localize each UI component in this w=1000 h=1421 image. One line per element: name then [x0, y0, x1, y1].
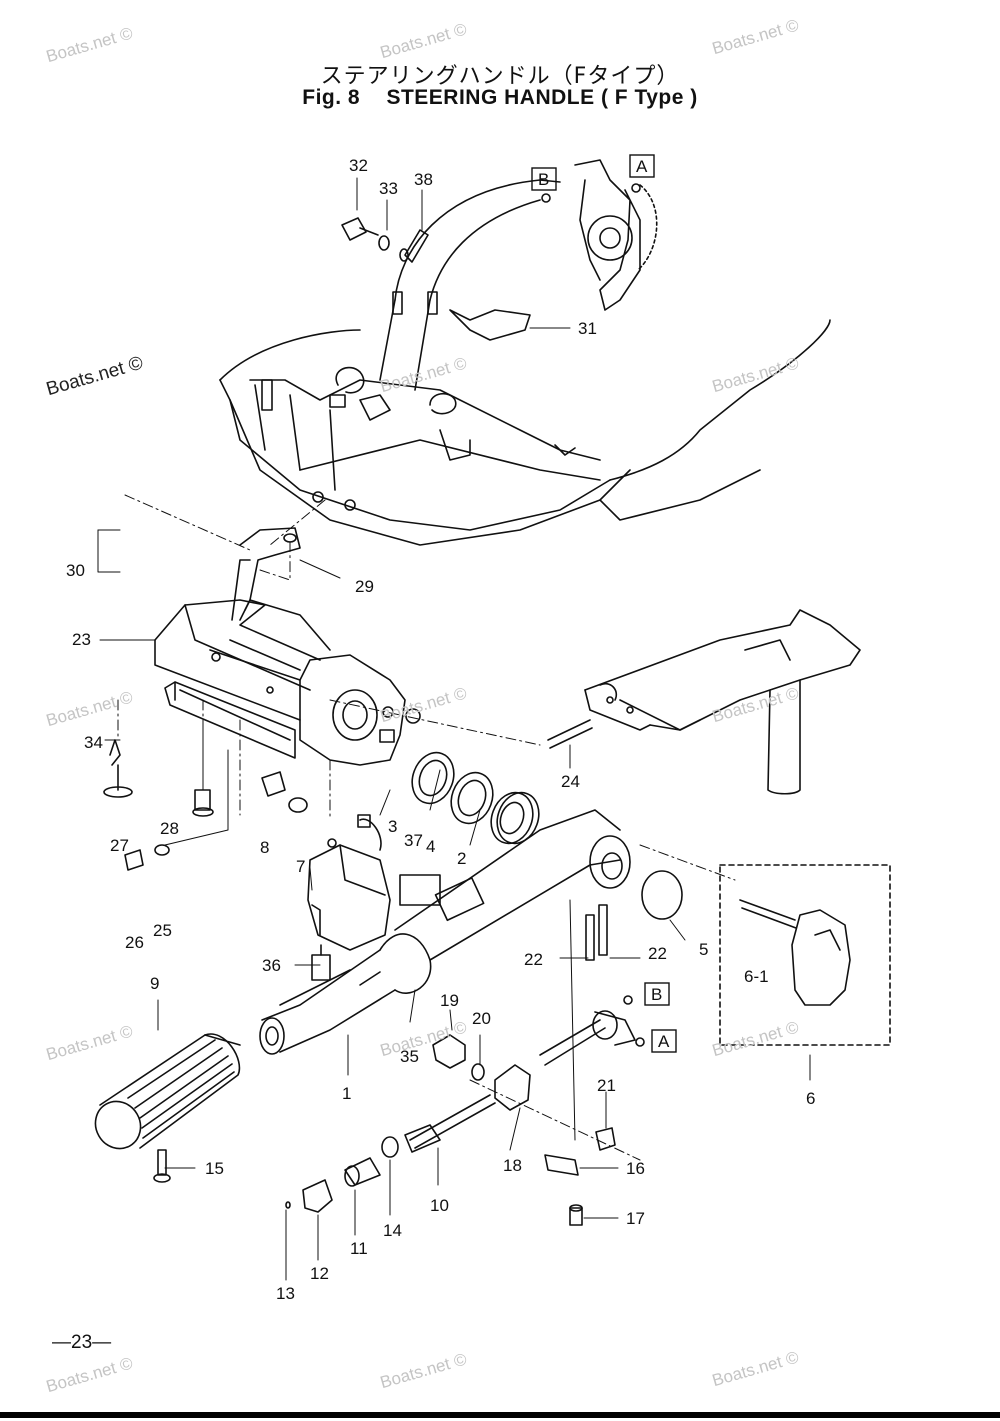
callout-7: 7 [296, 857, 306, 876]
callout-13: 13 [276, 1284, 295, 1303]
title-english: Fig. 8 STEERING HANDLE ( F Type ) [0, 86, 1000, 110]
hardware-fasteners [103, 739, 308, 871]
engine-bracket-assembly [219, 319, 831, 546]
callout-11: 11 [350, 1239, 368, 1258]
part-15-screw [153, 1149, 171, 1183]
callout-34: 34 [84, 733, 103, 752]
callout-31: 31 [578, 319, 597, 338]
leader-lines [97, 177, 811, 1281]
callout-28: 28 [160, 819, 179, 838]
part-18-block [494, 1064, 531, 1111]
part-6-bracket [641, 870, 851, 1006]
part-23-handle-bracket [154, 599, 421, 766]
callout-29: 29 [355, 577, 374, 596]
callout-33: 33 [379, 179, 398, 198]
callout-20: 20 [472, 1009, 491, 1028]
callout-6: 6 [806, 1089, 816, 1108]
callout-15: 15 [205, 1159, 224, 1178]
callout-22-right: 22 [648, 944, 667, 963]
washers-3-4-2 [411, 751, 540, 845]
part-1-handle-body [259, 809, 631, 1055]
callout-27: 27 [110, 836, 129, 855]
callout-32: 32 [349, 156, 368, 175]
callout-19: 19 [440, 991, 459, 1010]
marker-a-bottom: A [658, 1032, 670, 1051]
callout-38: 38 [414, 170, 433, 189]
shift-linkage [539, 995, 645, 1066]
callout-36: 36 [262, 956, 281, 975]
part-22-springs [585, 904, 608, 961]
marker-b-bottom: B [651, 985, 663, 1004]
part-6-dashed-box [719, 864, 891, 1046]
callout-21: 21 [597, 1076, 616, 1095]
part-36-bolt [311, 944, 331, 981]
callout-35: 35 [400, 1047, 419, 1066]
part-19-knob [432, 1034, 485, 1081]
callout-5: 5 [699, 940, 709, 959]
bottom-rule [0, 1412, 1000, 1418]
callout-18: 18 [503, 1156, 522, 1175]
part-24-stud [547, 719, 593, 749]
figure-title: STEERING HANDLE ( F Type ) [386, 86, 698, 109]
page-number: —23— [52, 1332, 112, 1353]
part-34-strip [164, 681, 296, 759]
marker-b-top: B [538, 170, 550, 189]
callout-22-left: 22 [524, 950, 543, 969]
part-8-stop-switch [307, 814, 391, 951]
part-9-grip [94, 1033, 241, 1150]
part-31-bracket [449, 309, 531, 341]
callout-23: 23 [72, 630, 91, 649]
control-cables [379, 179, 561, 391]
throttle-shaft-parts [285, 1094, 496, 1213]
callout-2: 2 [457, 849, 467, 868]
callout-8: 8 [260, 838, 270, 857]
title-japanese: ステアリングハンドル（Fタイプ） [320, 64, 680, 89]
marker-a-top: A [636, 157, 648, 176]
centerlines [117, 494, 736, 1161]
callout-30: 30 [66, 561, 85, 580]
tiller-bracket-right [584, 609, 861, 795]
callout-16: 16 [626, 1159, 645, 1178]
callout-12: 12 [310, 1264, 329, 1283]
linkage-detail [541, 159, 658, 311]
callout-3: 3 [388, 817, 398, 836]
callout-37: 37 [404, 831, 423, 850]
callout-24: 24 [561, 772, 580, 791]
callout-1: 1 [342, 1084, 352, 1103]
callout-9: 9 [150, 974, 160, 993]
callout-14: 14 [383, 1221, 402, 1240]
callout-26: 26 [125, 933, 144, 952]
part-32-33-bolt [341, 217, 409, 262]
callout-10: 10 [430, 1196, 449, 1215]
callout-17: 17 [626, 1209, 645, 1228]
callout-6-1: 6-1 [744, 967, 769, 986]
figure-label: Fig. 8 [302, 86, 361, 109]
callout-25: 25 [153, 921, 172, 940]
part-37-label [399, 874, 441, 906]
lower-hardware [544, 1127, 616, 1226]
callout-4: 4 [426, 837, 436, 856]
